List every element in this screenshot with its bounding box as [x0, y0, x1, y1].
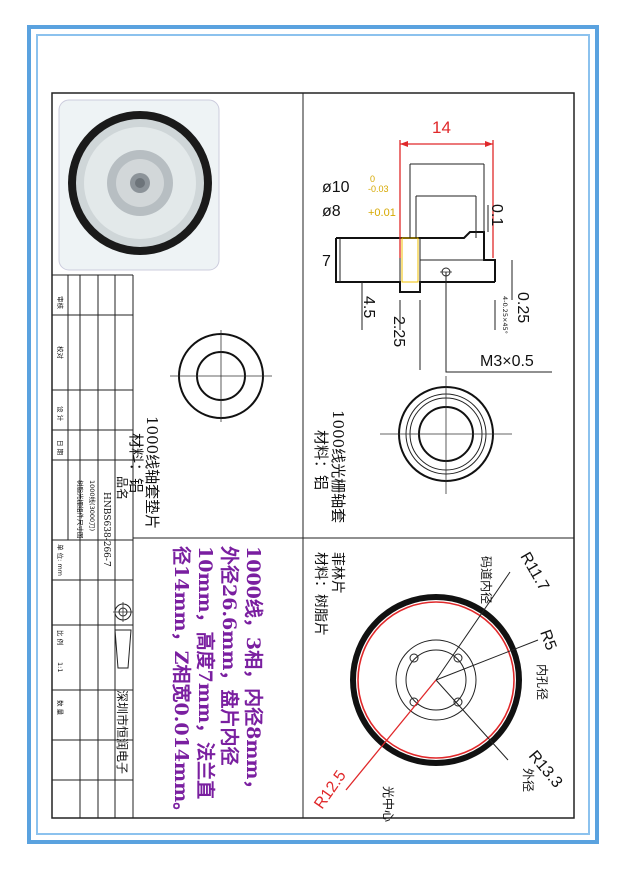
title-scale-label: 比 例	[56, 630, 65, 645]
film-disc-view	[345, 571, 539, 791]
dim-r12-5: R12.5	[311, 767, 349, 812]
title-product-desc2: 树脂光栅组件尺寸图	[76, 480, 85, 539]
title-qty-label: 数 量	[56, 700, 65, 716]
dim-phi10: ø10	[322, 179, 350, 196]
spec-note-line3: 10mm，高度7mm，法兰直	[194, 546, 217, 799]
dim-r5: R5	[536, 628, 559, 653]
title-product-desc1: 1000线(3000刀)	[88, 480, 97, 531]
dim-14: 14	[432, 118, 451, 137]
title-unit: 单 位: mm	[56, 544, 65, 576]
dim-m3: M3×0.5	[480, 353, 534, 370]
title-product-code: HNBS638-266-7	[101, 492, 111, 567]
dim-4-5: 4.5	[360, 296, 377, 318]
dim-phi10-tol-lower: -0.03	[368, 184, 389, 194]
spec-note-line1: 1000线，3相，内径8mm，	[242, 546, 265, 799]
label-track-inner: 码道内径	[479, 556, 493, 604]
sleeve-material: 材料：铝	[312, 430, 330, 490]
dim-0-25: 0.25	[514, 292, 531, 323]
film-title: 菲林片	[329, 552, 345, 594]
sleeve-end-view	[380, 376, 512, 494]
label-hole: 内孔径	[535, 664, 549, 700]
title-row-design: 设 计	[56, 406, 65, 422]
film-material: 材料：树脂片	[312, 552, 328, 636]
sleeve-caption: 1000线光栅轴套	[329, 410, 347, 523]
dim-7: 7	[322, 253, 331, 270]
title-row-date: 日 期	[56, 440, 64, 456]
drawing-border	[51, 92, 575, 819]
dim-chamfer: 4-0.25×45°	[501, 296, 509, 334]
dim-r11-7: R11.7	[517, 550, 553, 595]
outer-frame	[27, 25, 599, 844]
title-row-check: 校对	[56, 346, 65, 360]
title-company: 深圳市恒润电子	[115, 690, 130, 774]
title-scale-value: 1:1	[56, 662, 64, 672]
spacer-material: 材料：铝	[127, 433, 145, 493]
projection-symbol	[113, 602, 133, 669]
outer-frame-inner	[36, 34, 590, 835]
dim-phi8: ø8	[322, 203, 341, 220]
dim-0-1: 0.1	[488, 204, 505, 226]
spec-note-line2: 外径26.6mm，盘片内径	[218, 546, 241, 765]
sleeve-section-view	[335, 140, 552, 373]
dim-phi8-tol: +0.01	[368, 207, 396, 219]
spec-note-line4: 径14mm，Z相宽0.014mm。	[170, 546, 193, 821]
title-product-label: 品名	[115, 476, 130, 500]
spacer-view	[170, 330, 272, 422]
encoder-photo	[58, 99, 220, 271]
spec-note: 1000线，3相，内径8mm， 外径26.6mm，盘片内径 10mm，高度7mm…	[170, 546, 265, 821]
dim-2-25: 2.25	[390, 316, 407, 347]
title-block	[52, 274, 134, 818]
title-row-review: 审核	[56, 296, 65, 310]
spacer-caption: 1000线轴套垫片	[143, 416, 161, 529]
label-outer: 外径	[521, 768, 535, 792]
dim-phi10-tol-upper: 0	[370, 174, 375, 184]
label-light-center: 光中心	[381, 786, 396, 822]
